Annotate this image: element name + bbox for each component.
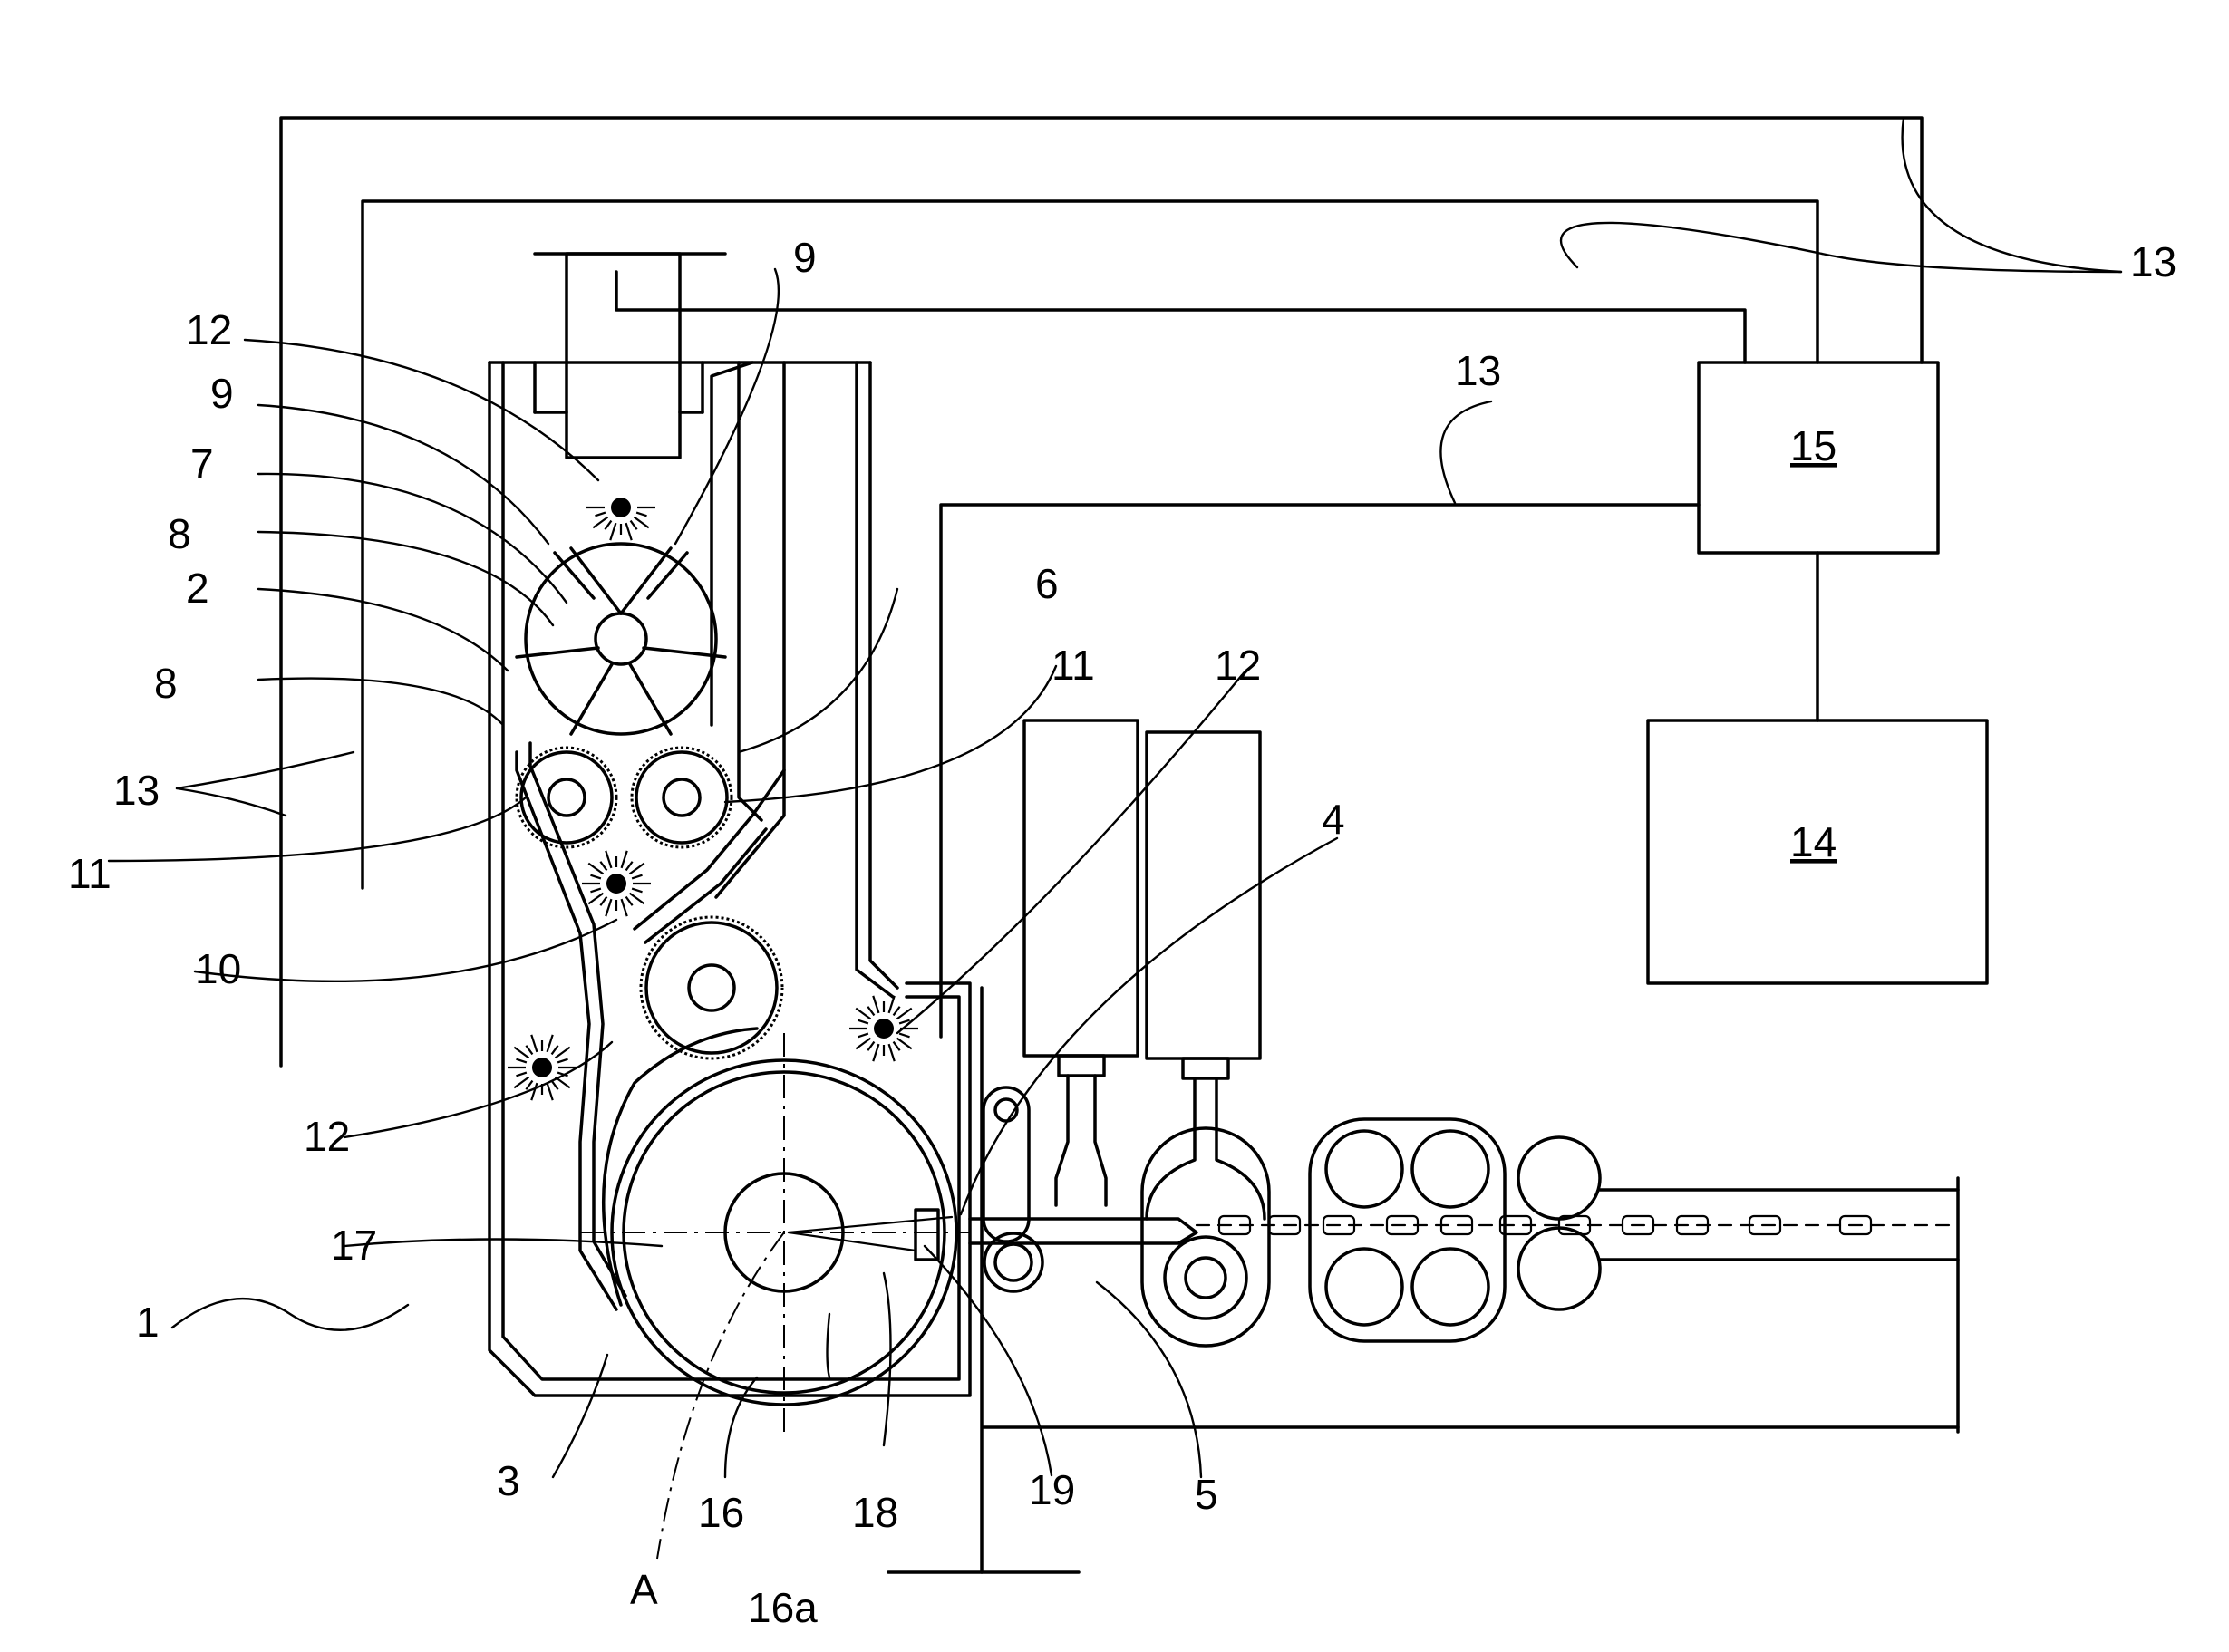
label-8b: 8 bbox=[154, 660, 178, 707]
label-3: 3 bbox=[497, 1457, 520, 1504]
label-9b: 9 bbox=[793, 234, 817, 281]
label-17: 17 bbox=[331, 1222, 377, 1269]
suction-source-icon bbox=[586, 498, 655, 540]
label-15: 15 bbox=[1790, 422, 1837, 469]
suction-source-icon bbox=[849, 996, 918, 1061]
label-13c: 13 bbox=[2130, 238, 2176, 285]
label-13a: 13 bbox=[113, 767, 160, 814]
label-2: 2 bbox=[186, 565, 209, 612]
label-6: 6 bbox=[1035, 560, 1059, 607]
label-A: A bbox=[630, 1566, 658, 1613]
suction-source-icon bbox=[582, 851, 651, 916]
control-wiring bbox=[281, 118, 1922, 1066]
label-8a: 8 bbox=[168, 510, 191, 557]
label-19: 19 bbox=[1029, 1466, 1075, 1513]
suction-source-icon bbox=[508, 1035, 577, 1100]
label-11a: 11 bbox=[68, 850, 111, 897]
label-5: 5 bbox=[1195, 1471, 1218, 1518]
label-11b: 11 bbox=[1052, 642, 1095, 689]
suction-drum-3 bbox=[580, 1029, 970, 1559]
label-12c: 12 bbox=[1215, 642, 1261, 689]
label-7: 7 bbox=[190, 440, 214, 488]
hopper-housing bbox=[489, 254, 970, 1396]
leader-lines bbox=[109, 118, 2121, 1477]
label-12b: 12 bbox=[304, 1113, 350, 1160]
label-14: 14 bbox=[1790, 818, 1837, 865]
rotary-feeder-7 bbox=[517, 544, 725, 734]
label-12a: 12 bbox=[186, 306, 232, 353]
label-9a: 9 bbox=[210, 370, 234, 417]
label-1: 1 bbox=[136, 1299, 160, 1346]
label-16: 16 bbox=[698, 1489, 744, 1536]
reference-labels: 1 12 9 7 8 2 8 13 11 10 12 17 3 A 16 16a… bbox=[68, 234, 2176, 1631]
feed-rollers-11 bbox=[517, 748, 782, 1058]
label-10: 10 bbox=[195, 945, 241, 992]
label-4: 4 bbox=[1322, 796, 1345, 843]
label-18: 18 bbox=[852, 1489, 898, 1536]
label-16a: 16a bbox=[748, 1584, 818, 1631]
label-13b: 13 bbox=[1455, 347, 1501, 394]
